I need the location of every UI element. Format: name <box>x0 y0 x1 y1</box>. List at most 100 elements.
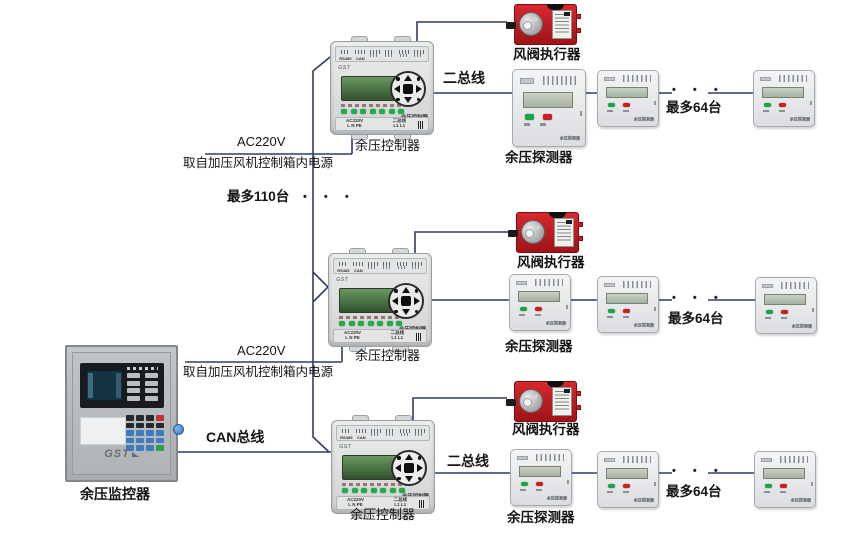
model-tag <box>760 76 772 81</box>
label-monitor: 余压监控器 <box>80 486 150 502</box>
label-max64-2: 最多64台 <box>668 311 724 326</box>
led-captions <box>607 490 634 493</box>
side-tab <box>576 404 581 410</box>
label-power-note-1: 取自加压风机控制箱内电源 <box>183 156 334 170</box>
indicator-captions <box>339 316 403 319</box>
gst-logo: GST <box>336 276 349 283</box>
label-detector-1: 余压探测器 <box>505 150 573 165</box>
label-controller-2: 余压控制器 <box>355 348 421 363</box>
right-arrow-icon <box>416 85 422 93</box>
monitor-function-buttons <box>127 373 158 401</box>
device-name-print: 余压探测器 <box>791 324 812 329</box>
right-arrow-icon <box>414 297 420 305</box>
vent-grille <box>781 282 809 289</box>
led-captions <box>763 109 790 112</box>
terminal-strip: RS485 CAN <box>333 258 427 274</box>
led-captions <box>764 490 791 493</box>
corner-key <box>396 77 400 81</box>
side-tab <box>578 235 583 241</box>
detector-lcd <box>519 465 562 478</box>
label-ac220v-1: AC220V <box>237 134 286 149</box>
ellipsis-row3: • • • <box>672 465 725 477</box>
alarm-led <box>542 114 552 121</box>
label-two-bus-3: 二总线 <box>447 453 489 469</box>
left-arrow-icon <box>394 85 400 93</box>
corner-key <box>416 97 420 101</box>
up-arrow-icon <box>404 75 412 81</box>
corner-key <box>414 309 418 313</box>
side-mark <box>809 100 812 105</box>
device-name-print: 余压探测器 <box>633 498 654 503</box>
label-max64-1: 最多64台 <box>666 100 722 115</box>
label-detector-3: 余压探测器 <box>507 510 575 525</box>
detector-lcd <box>518 290 561 303</box>
pressure-detector: 余压探测器 <box>597 451 659 508</box>
top-notch <box>546 4 564 10</box>
detector-lcd <box>523 92 574 108</box>
side-tab <box>578 221 583 227</box>
model-tag <box>761 457 773 462</box>
pressure-detector: 余压探测器 <box>509 274 571 331</box>
power-led <box>765 309 774 315</box>
alarm-led <box>622 308 631 314</box>
label-can-bus: CAN总线 <box>206 429 265 445</box>
alarm-led <box>622 102 631 108</box>
corner-key <box>397 456 401 460</box>
status-leds <box>339 321 405 326</box>
device-name-print: 余压探测器 <box>633 323 654 328</box>
top-notch <box>548 212 566 218</box>
corner-key <box>397 476 401 480</box>
led-captions <box>520 488 547 491</box>
corner-key <box>417 456 421 460</box>
gst-logo: GST <box>339 443 352 450</box>
label-power-note-2: 取自加压风机控制箱内电源 <box>183 365 334 379</box>
actuator-knob <box>519 12 544 37</box>
wire-can-trunk <box>312 56 331 453</box>
label-max110: 最多110台 <box>227 189 290 204</box>
ellipsis-row1: • • • <box>672 84 725 96</box>
indicator-captions <box>341 104 405 107</box>
pressure-detector: 余压探测器 <box>597 276 659 333</box>
corner-key <box>416 77 420 81</box>
terminal-rs485: RS485 <box>337 268 350 274</box>
vent-grille <box>536 454 564 461</box>
left-arrow-icon <box>392 297 398 305</box>
model-tag <box>604 457 616 462</box>
monitor-keypad <box>126 415 164 451</box>
cable-connector <box>506 399 516 407</box>
terminal-can: CAN <box>355 56 365 62</box>
alarm-led <box>778 102 787 108</box>
left-arrow-icon <box>395 464 401 472</box>
label-two-bus-1: 二总线 <box>443 70 485 86</box>
spec-label <box>552 9 573 39</box>
barcode <box>419 499 424 508</box>
label-controller-1: 余压控制器 <box>355 138 421 153</box>
device-name-print: 余压探测器 <box>633 117 654 122</box>
pressure-monitor-panel: GST <box>65 345 184 482</box>
device-name-print: 余压探测器 <box>545 321 566 326</box>
device-name-print: 余压探测器 <box>546 496 567 501</box>
barcode <box>418 120 423 129</box>
side-tab <box>576 390 581 396</box>
label-actuator-2: 风阀执行器 <box>517 255 585 270</box>
detector-lcd <box>763 467 806 480</box>
power-led <box>764 483 773 489</box>
damper-actuator-2 <box>508 212 583 253</box>
detector-lcd <box>606 467 649 480</box>
power-led <box>607 483 616 489</box>
model-tag <box>604 282 616 287</box>
pressure-detector: 余压探测器 <box>512 69 586 147</box>
led-captions <box>607 109 634 112</box>
terminal-rs485: RS485 <box>339 56 352 62</box>
barcode <box>416 332 421 341</box>
pressure-detector: 余压探测器 <box>510 449 572 506</box>
detector-lcd <box>606 86 649 99</box>
